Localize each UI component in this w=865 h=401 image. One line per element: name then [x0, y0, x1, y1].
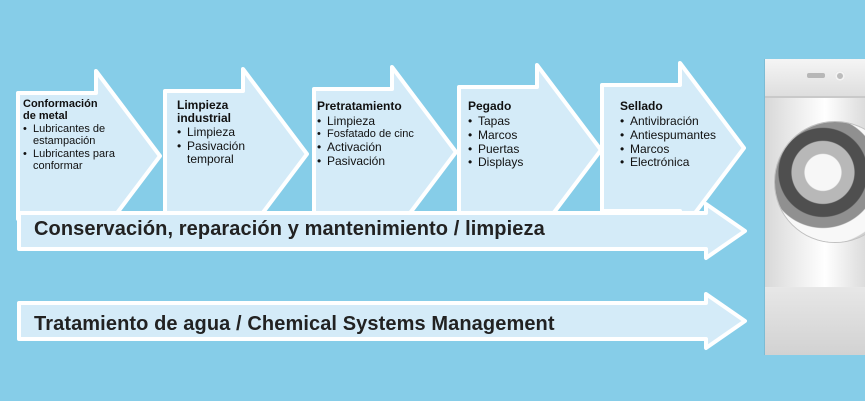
banner-arrow: [17, 202, 747, 260]
step-items: Limpieza Fosfatado de cinc Activación Pa…: [317, 114, 447, 169]
step-item: Limpieza: [177, 126, 287, 139]
step-items: Limpieza Pasivación temporal: [177, 126, 287, 166]
step-items: Antivibración Antiespumantes Marcos Elec…: [620, 114, 745, 170]
step-item: Marcos: [468, 128, 563, 142]
banner-maintenance: Conservación, reparación y mantenimiento…: [34, 218, 545, 240]
step-item: Pasivación temporal: [177, 140, 287, 166]
step-pretratamiento: Pretratamiento Limpieza Fosfatado de cin…: [317, 100, 447, 169]
banner-water-treatment: Tratamiento de agua / Chemical Systems M…: [34, 313, 555, 335]
step-item: Limpieza: [317, 114, 447, 128]
step-item: Lubricantes de estampación: [23, 123, 148, 148]
step-item: Antiespumantes: [620, 128, 745, 142]
washer-knob: [835, 71, 845, 81]
step-item: Tapas: [468, 114, 563, 128]
step-item: Antivibración: [620, 114, 745, 128]
step-title: Conformación de metal: [23, 98, 98, 122]
step-conformacion: Conformación de metal Lubricantes de est…: [23, 98, 148, 174]
step-sellado: Sellado Antivibración Antiespumantes Mar…: [620, 100, 745, 170]
step-pegado: Pegado Tapas Marcos Puertas Displays: [468, 100, 563, 170]
step-item: Displays: [468, 156, 563, 169]
step-title: Pretratamiento: [317, 99, 402, 113]
step-title: Pegado: [468, 99, 512, 113]
step-title: Sellado: [620, 99, 663, 113]
washer-display: [807, 73, 825, 78]
washer-door: [775, 122, 865, 242]
step-items: Lubricantes de estampación Lubricantes p…: [23, 123, 148, 173]
step-item: Puertas: [468, 142, 563, 156]
step-item: Pasivación: [317, 155, 447, 168]
step-items: Tapas Marcos Puertas Displays: [468, 114, 563, 170]
banner-arrow: [17, 292, 747, 350]
step-item: Activación: [317, 141, 447, 154]
step-title: Limpieza industrial: [177, 98, 232, 125]
washer-lower-panel: [765, 287, 865, 355]
washing-machine-image: [765, 59, 865, 355]
step-item: Electrónica: [620, 156, 745, 169]
step-item: Lubricantes para conformar: [23, 148, 148, 173]
step-limpieza: Limpieza industrial Limpieza Pasivación …: [177, 99, 287, 167]
step-item: Marcos: [620, 142, 745, 156]
step-item: Fosfatado de cinc: [317, 128, 447, 141]
washer-control-panel: [765, 59, 865, 98]
